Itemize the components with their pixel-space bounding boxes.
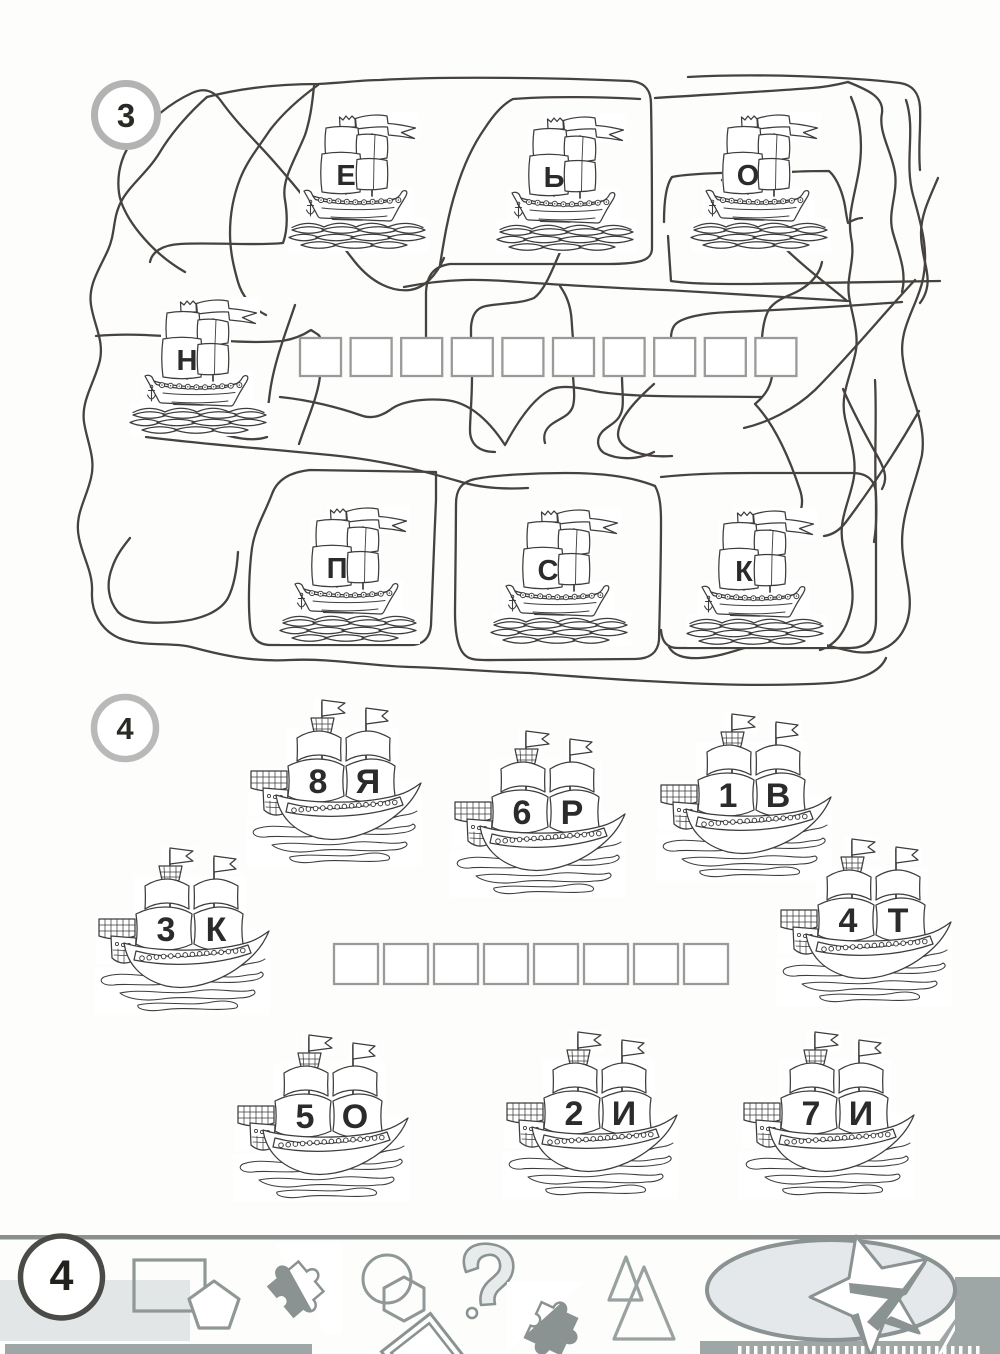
svg-text:5: 5 [296,1098,315,1136]
svg-text:Я: Я [356,763,380,801]
svg-text:Т: Т [888,902,909,940]
svg-text:3: 3 [157,911,176,949]
svg-text:И: И [612,1095,636,1133]
svg-text:В: В [766,777,791,815]
svg-text:6: 6 [513,794,532,832]
svg-text:2: 2 [565,1095,584,1133]
svg-text:О: О [737,160,760,192]
svg-text:К: К [735,556,753,588]
svg-text:Н: Н [177,345,198,377]
svg-text:Р: Р [561,794,584,832]
svg-text:8: 8 [309,763,328,801]
svg-text:П: П [327,553,348,585]
svg-text:Ь: Ь [544,162,565,194]
svg-text:С: С [538,555,559,587]
svg-text:О: О [342,1098,368,1136]
svg-text:К: К [206,911,227,949]
svg-text:И: И [849,1095,873,1133]
svg-text:Е: Е [336,160,355,192]
svg-text:3: 3 [117,97,135,134]
svg-text:1: 1 [719,777,738,815]
svg-text:4: 4 [50,1252,74,1300]
svg-text:4: 4 [116,711,134,746]
svg-text:4: 4 [839,902,858,940]
svg-text:7: 7 [802,1095,821,1133]
